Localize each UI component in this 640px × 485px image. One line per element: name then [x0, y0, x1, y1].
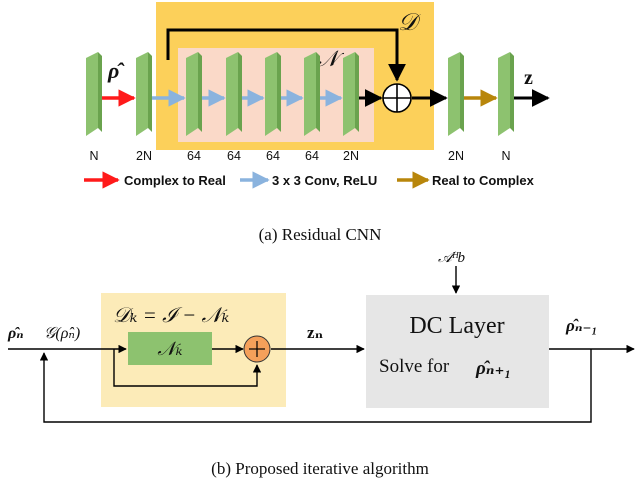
channel-label: 64: [227, 149, 241, 163]
layer-slab: [343, 52, 359, 136]
layer-slab: [448, 52, 464, 136]
dc-subtitle-symbol: ρ̂ₙ₊₁: [475, 358, 511, 379]
layer-slab: [498, 52, 514, 136]
layer-slab: [136, 52, 152, 136]
channel-label: 2N: [343, 149, 359, 163]
feedback-loop: [39, 349, 592, 423]
layer-slab: [186, 52, 202, 136]
output-symbol: z: [524, 67, 533, 89]
iter-input-symbol: ρ̂ₙ: [7, 325, 24, 342]
channel-label: N: [89, 149, 98, 163]
legend-complex-to-real: Complex to Real: [124, 173, 226, 188]
channel-label: N: [501, 149, 510, 163]
dk-equation: 𝒟ₖ = ℐ − 𝒩ₖ: [113, 303, 230, 327]
caption-b: (b) Proposed iterative algorithm: [211, 459, 429, 478]
channel-label: 64: [266, 149, 280, 163]
channel-label: 64: [305, 149, 319, 163]
dc-top-input: 𝒜ᴴb: [438, 250, 466, 266]
dk-skip-line: [113, 349, 262, 387]
iter-sum-node: [243, 335, 271, 363]
layer-stack: [86, 52, 514, 136]
legend-conv-relu: 3 x 3 Conv, ReLU: [272, 173, 377, 188]
dc-layer-block: [366, 295, 549, 408]
sum-node: [382, 83, 412, 113]
layer-slab: [86, 52, 102, 136]
channel-label: 2N: [448, 149, 464, 163]
caption-a: (a) Residual CNN: [259, 225, 382, 244]
layer-slab: [226, 52, 242, 136]
input-symbol: ρ̂: [107, 58, 125, 83]
channel-labels: N 2N 64 64 64 64 2N 2N N: [89, 149, 510, 163]
legend: Complex to Real 3 x 3 Conv, ReLU Real to…: [84, 171, 535, 189]
skip-connection: [166, 28, 406, 82]
dc-title: DC Layer: [409, 313, 504, 339]
channel-label: 2N: [136, 149, 152, 163]
legend-real-to-complex: Real to Complex: [432, 173, 535, 188]
channel-label: 64: [187, 149, 201, 163]
nk-block: [128, 332, 212, 365]
iter-output-symbol: ρ̂ₙ₋₁: [565, 316, 597, 335]
g-symbol: 𝒢(ρ̂ₙ): [44, 325, 80, 342]
iterative-algorithm-diagram: ρ̂ₙ 𝒢(ρ̂ₙ) 𝒟ₖ = ℐ − 𝒩ₖ 𝒩ₖ zₙ 𝒜ᴴb DC Laye…: [7, 250, 635, 478]
nk-symbol: 𝒩ₖ: [157, 339, 182, 360]
layer-slab: [304, 52, 320, 136]
layer-slab: [265, 52, 281, 136]
dc-subtitle-prefix: Solve for: [379, 356, 450, 377]
zn-symbol: zₙ: [307, 323, 324, 342]
